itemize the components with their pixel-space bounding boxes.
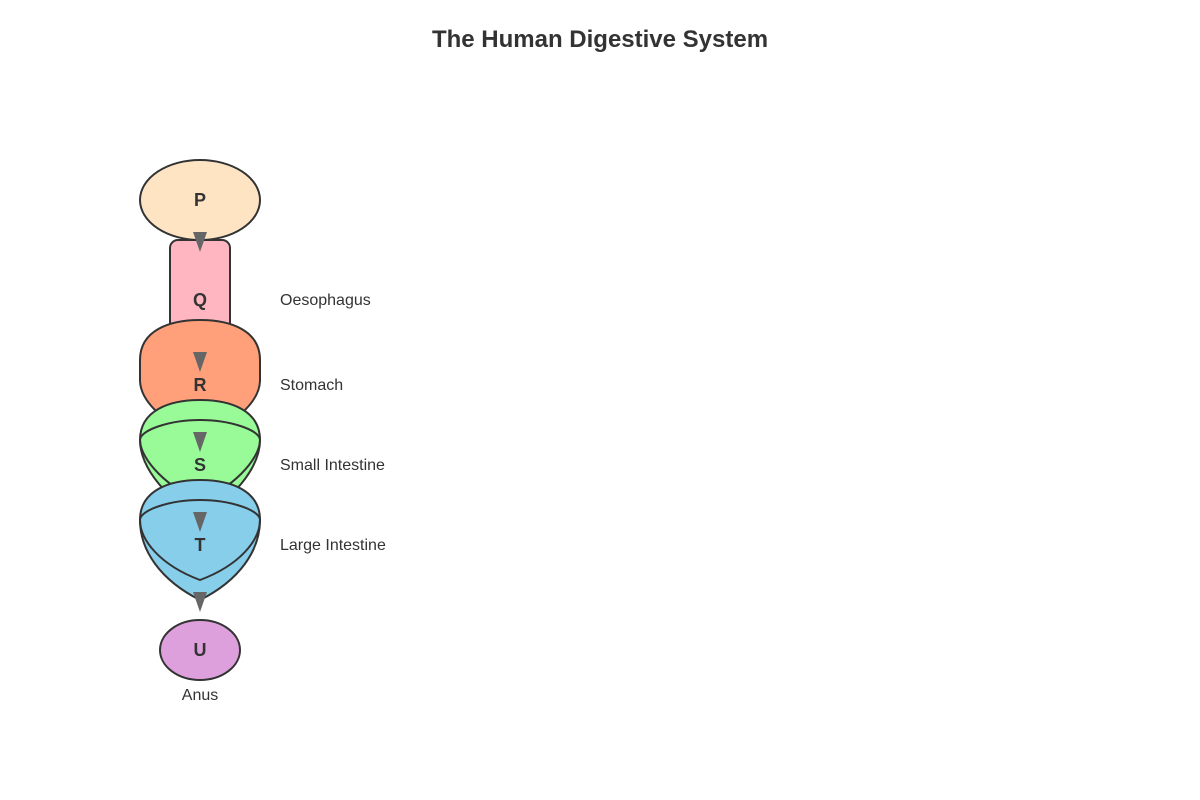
organ-r-label: Stomach [280, 377, 343, 394]
organ-s-letter: S [194, 455, 206, 475]
organ-q-label: Oesophagus [280, 292, 371, 309]
organ-u-letter: U [194, 640, 207, 660]
organ-t-letter: T [195, 535, 206, 555]
diagram-title: The Human Digestive System [431, 26, 769, 53]
organ-t-inner-curve [138, 498, 262, 582]
flow-arrow-t-u [193, 592, 207, 612]
flow-arrow-s-t [193, 512, 207, 532]
flow-arrow-r-s [193, 432, 207, 452]
organ-u-shape [159, 619, 241, 681]
organ-s-label: Small Intestine [280, 457, 385, 474]
flow-arrow-q-r [193, 352, 207, 372]
organ-t-label: Large Intestine [280, 537, 386, 554]
organ-p-letter: P [194, 190, 206, 210]
organ-r-letter: R [194, 375, 207, 395]
organ-q-letter: Q [193, 290, 207, 310]
flow-arrow-p-q [193, 232, 207, 252]
organ-u-label: Anus [182, 687, 218, 704]
